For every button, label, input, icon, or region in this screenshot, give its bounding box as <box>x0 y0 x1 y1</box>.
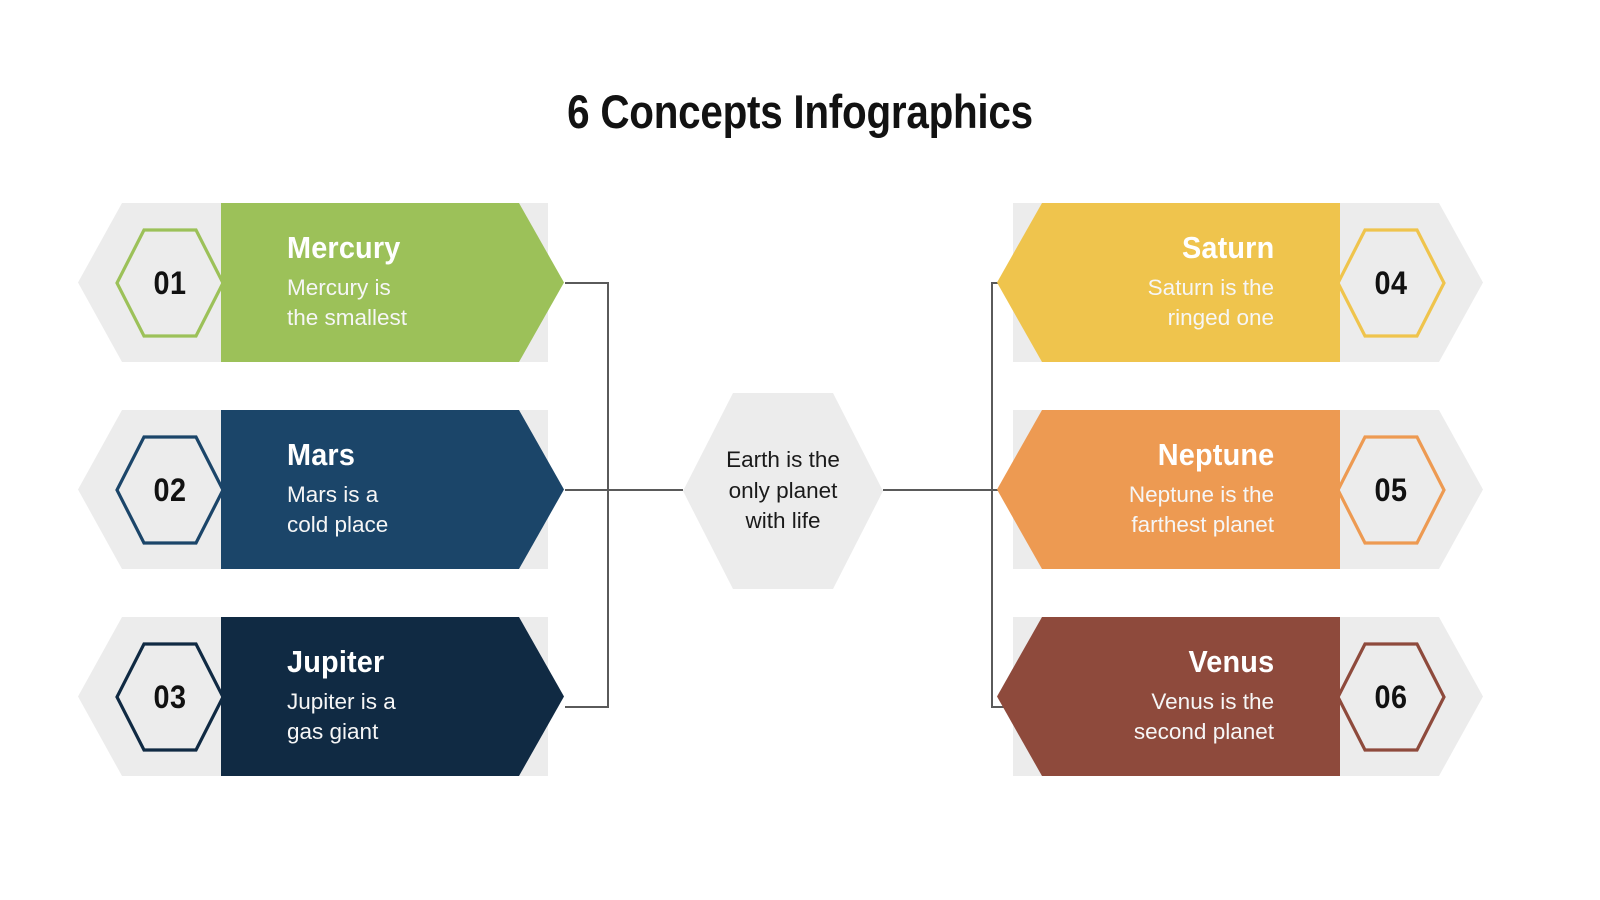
card-color-chevron <box>221 617 564 776</box>
card-title: Venus <box>1188 643 1274 679</box>
card-number: 01 <box>153 264 187 301</box>
card-title: Neptune <box>1157 436 1274 472</box>
number-hexagon-icon: 06 <box>1336 641 1446 753</box>
number-hexagon-icon: 02 <box>115 434 225 546</box>
card-title: Saturn <box>1181 229 1274 265</box>
card-color-chevron <box>997 617 1340 776</box>
card-number: 06 <box>1374 678 1408 715</box>
number-hexagon-icon: 01 <box>115 227 225 339</box>
card-number: 05 <box>1374 471 1408 508</box>
card-color-chevron <box>997 203 1340 362</box>
card-title: Jupiter <box>287 643 385 679</box>
page-title: 6 Concepts Infographics <box>567 85 1033 138</box>
card-title: Mars <box>287 436 356 472</box>
card-number: 02 <box>153 471 187 508</box>
card-title: Mercury <box>287 229 401 265</box>
card-number: 04 <box>1374 264 1408 301</box>
card-color-chevron <box>221 203 564 362</box>
card-color-chevron <box>221 410 564 569</box>
number-hexagon-icon: 04 <box>1336 227 1446 339</box>
number-hexagon-icon: 03 <box>115 641 225 753</box>
number-hexagon-icon: 05 <box>1336 434 1446 546</box>
card-color-chevron <box>997 410 1340 569</box>
card-number: 03 <box>153 678 187 715</box>
